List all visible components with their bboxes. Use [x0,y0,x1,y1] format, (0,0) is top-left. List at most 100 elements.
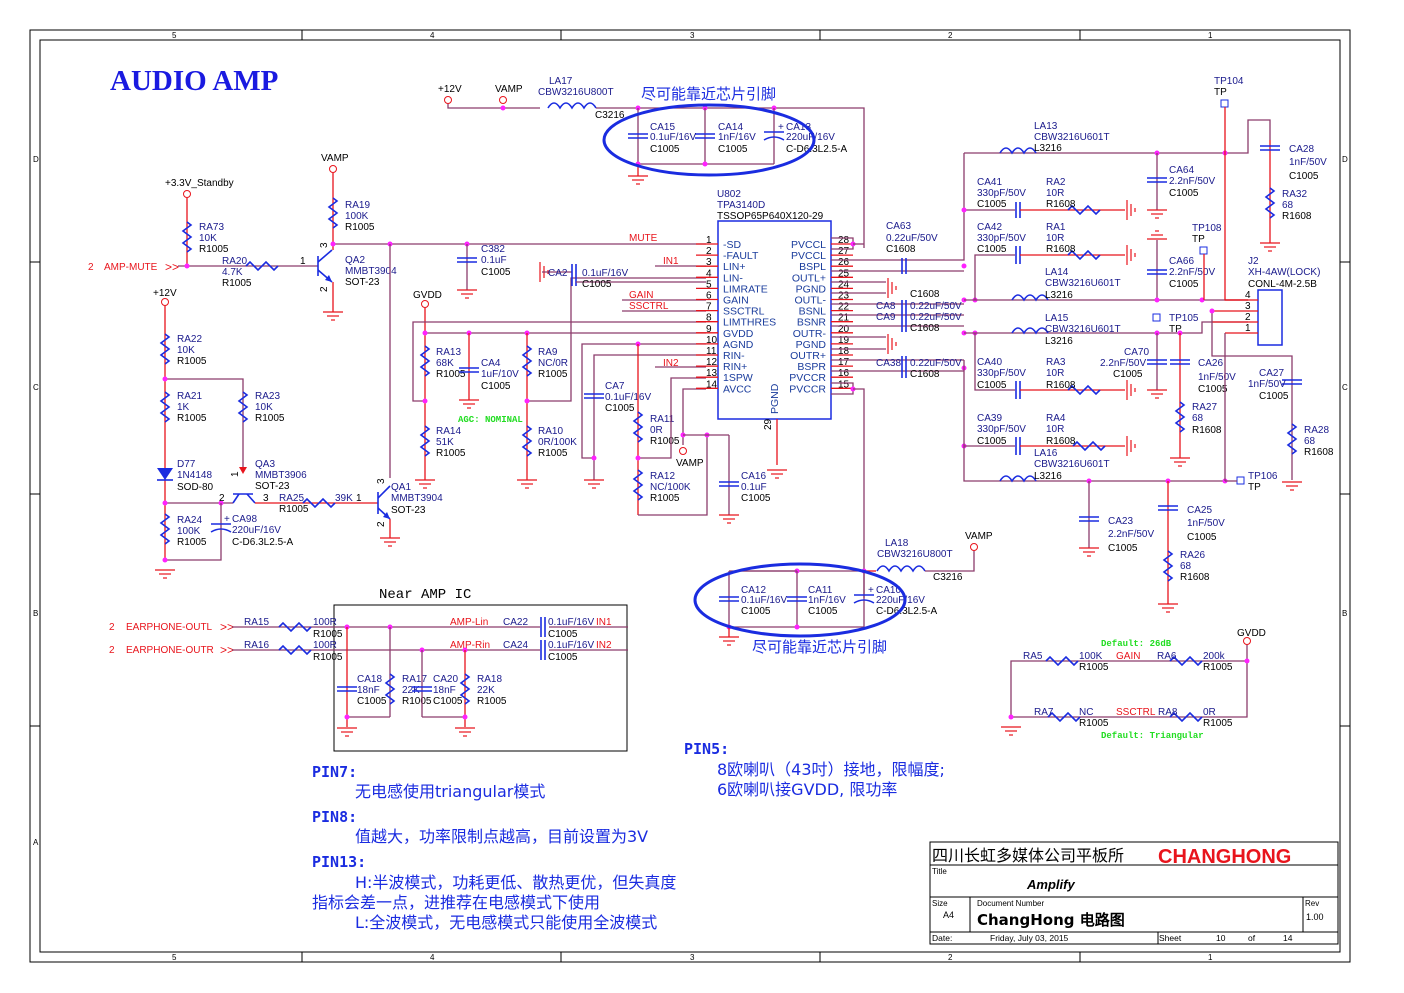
ra17-pkg: R1005 [402,696,432,707]
ra21-value: 1K [177,402,190,413]
ca15-pkg: C1005 [650,144,680,155]
ca15-value: 0.1uF/16V [650,132,696,143]
qa3-ref: QA3 [255,459,275,470]
ic-pin-22-name: BSNL [799,306,827,318]
ic-body [717,220,832,420]
label-12v: +12V [438,84,462,95]
tp105[interactable] [1152,313,1161,322]
ca9-pkg: C1608 [910,323,940,334]
ic-pin-25-num: 25 [838,268,850,279]
resistor-ra73 [181,221,193,253]
ca27-ref: CA27 [1259,368,1284,379]
ra23-pkg: R1005 [255,413,285,424]
date-label: Date: [932,933,952,943]
ra12-pkg: R1005 [650,493,680,504]
j2-pkg: CONL-4M-2.5B [1248,279,1317,290]
zone-row-d: D [33,155,39,164]
ra11-pkg: R1005 [650,436,680,447]
tp104[interactable] [1220,99,1229,108]
tp106-type: TP [1248,482,1261,493]
ra26-value: 68 [1180,561,1192,572]
ra18-ref: RA18 [477,674,502,685]
ca41-value: 330pF/50V [977,188,1026,199]
ic-pin-7-name: SSCTRL [723,306,765,318]
ra25-pkg: R1005 [279,504,309,515]
ra18-pkg: R1005 [477,696,507,707]
qa1-part: MMBT3904 [391,493,443,504]
resistor-ra4 [1072,440,1106,452]
ra11-value: 0R [650,425,663,436]
ic-pin-11-name: RIN- [723,350,745,362]
qa1-pkg: SOT-23 [391,505,426,516]
tp106[interactable] [1236,476,1245,485]
amp-mute-port-label[interactable]: AMP-MUTE [104,262,158,273]
zone-row-b-right: B [1342,609,1347,618]
resistor-ra15 [278,621,312,633]
resistor-ra21 [159,391,171,423]
diode-d77 [157,468,173,480]
ca42-ref: CA42 [977,222,1002,233]
ic-u802[interactable]: U802 TPA3140D TSSOP65P640X120-29 1-SD2-F… [696,189,853,479]
ca18-ref: CA18 [357,674,382,685]
ic-pin-21-name: BSNR [797,317,827,329]
ic-pin-17-num: 17 [838,357,850,368]
j2-pin2: 2 [1245,312,1251,323]
ra23-ref: RA23 [255,391,280,402]
note-pin13-line1: H:半波模式，功耗更低、散热更优，但失真度 [355,873,676,892]
inductor-la13 [999,147,1037,155]
ic-pin-18-num: 18 [838,346,850,357]
label-12v-left: +12V [153,288,177,299]
ca8-ref: CA8 [876,301,896,312]
near-amp-ic-box [333,604,628,752]
ra28-ref: RA28 [1304,425,1329,436]
qa1-pin2: 2 [376,521,387,527]
la18-ref: LA18 [885,538,909,549]
ra24-value: 100K [177,526,201,537]
c382-value: 0.1uF [481,255,507,266]
earphone-outl-port[interactable]: EARPHONE-OUTL [126,622,213,633]
zone-col-5-bottom: 5 [172,953,177,962]
ca9-ref: CA9 [876,312,896,323]
ra16-value: 100R [313,640,337,651]
ra73-pkg: R1005 [199,244,229,255]
ca64-value: 2.2nF/50V [1169,176,1215,187]
ca8-value: 0.22uF/50V [910,301,962,312]
la15-pkg: L3216 [1045,336,1073,347]
zone-row-c-right: C [1342,383,1348,392]
ca16-value: 0.1uF [741,482,767,493]
ra8-value: 0R [1203,707,1216,718]
j2-pin4: 4 [1245,290,1251,301]
ra9-pkg: R1005 [538,369,568,380]
ca40-value: 330pF/50V [977,368,1026,379]
resistor-ra28 [1286,423,1298,455]
c382-pkg: C1005 [481,267,511,278]
tp108[interactable] [1199,246,1208,255]
ca12-value: 0.1uF/16V [741,595,787,606]
docnum-label: Document Number [977,899,1044,908]
ra2-value: 10R [1046,188,1064,199]
ic-pin-6-num: 6 [706,291,712,302]
ca98-value: 220uF/16V [232,525,281,536]
ca22-ref: CA22 [503,617,528,628]
ca25-pkg: C1005 [1187,532,1217,543]
ra8-ref: RA8 [1158,707,1178,718]
ic-package: TSSOP65P640X120-29 [717,211,824,222]
company-name: 四川长虹多媒体公司平板所 [932,846,1124,865]
ra10-value: 0R/100K [538,437,577,448]
d77-ref: D77 [177,459,196,470]
ra13-ref: RA13 [436,347,461,358]
sheet-total: 14 [1283,933,1293,943]
ic-pin-11-num: 11 [706,346,717,357]
ca13-polarity: + [778,122,784,133]
ra22-pkg: R1005 [177,356,207,367]
la15-part: CBW3216U601T [1045,324,1121,335]
resistor-ra27 [1174,401,1186,433]
ca27-pkg: C1005 [1259,391,1289,402]
earphone-outr-port[interactable]: EARPHONE-OUTR [126,645,214,656]
ca12-pkg: C1005 [741,606,771,617]
zone-col-3: 3 [690,31,695,40]
ra13-pkg: R1005 [436,369,466,380]
ic-pin-2-name: -FAULT [723,250,759,262]
ca7-value: 0.1uF/16V [605,392,651,403]
connector-j2[interactable] [1257,289,1283,346]
